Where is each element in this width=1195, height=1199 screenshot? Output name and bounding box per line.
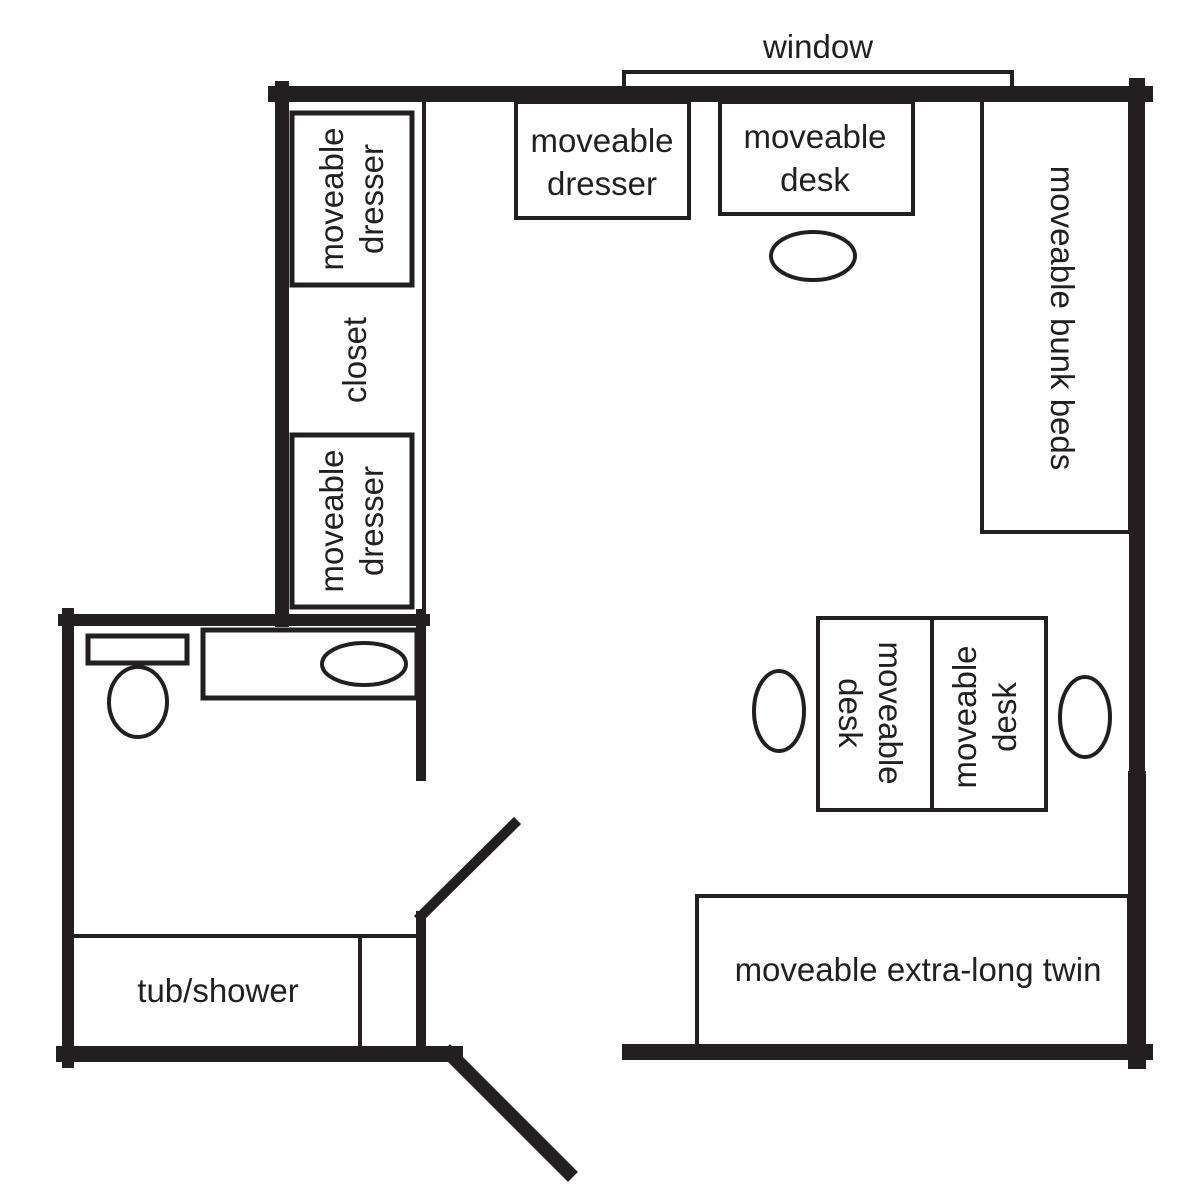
toilet-bowl	[107, 665, 169, 739]
bunk-beds-label: moveable bunk beds	[1044, 165, 1081, 471]
closet-dresser-bottom-line2: dresser	[353, 465, 390, 577]
bunk-beds	[980, 98, 1132, 534]
top-desk-label: moveable desk	[743, 115, 886, 201]
top-dresser-line2: dresser	[546, 165, 658, 202]
top-desk-line1: moveable	[743, 118, 887, 155]
desk-right-line1: moveable	[946, 645, 983, 789]
desk-left-line2: desk	[832, 678, 869, 748]
closet-dresser-top-line1: moveable	[313, 127, 350, 271]
chair-left-desk	[752, 669, 806, 753]
desk-left-line1: moveable	[872, 641, 909, 785]
bathroom-door	[413, 816, 522, 924]
vanity	[200, 627, 420, 701]
top-dresser	[514, 100, 691, 220]
top-dresser-label: moveable dresser	[530, 119, 673, 205]
entry-door	[440, 1044, 578, 1182]
closet-dresser-bottom	[289, 432, 415, 610]
desk-right-line2: desk	[986, 682, 1023, 752]
chair-top-desk	[769, 230, 857, 282]
window-label: window	[762, 28, 874, 65]
top-dresser-line1: moveable	[530, 122, 674, 159]
top-desk-line2: desk	[780, 161, 850, 198]
closet-dresser-bottom-label: moveable dresser	[312, 449, 392, 592]
window	[622, 70, 1014, 90]
closet-dresser-bottom-line1: moveable	[313, 449, 350, 593]
twin-bed-label: moveable extra-long twin	[734, 951, 1102, 988]
toilet-tank	[85, 633, 190, 666]
desk-right	[930, 616, 1048, 812]
closet-label: closet	[336, 316, 373, 404]
desk-right-label: moveable desk	[945, 645, 1025, 788]
sink	[320, 641, 408, 687]
tub-shower-label: tub/shower	[137, 972, 299, 1009]
closet-dresser-top-line2: dresser	[353, 143, 390, 255]
closet-dresser-top	[289, 110, 415, 288]
chair-right-desk	[1058, 675, 1112, 759]
top-desk	[718, 100, 915, 216]
closet-dresser-top-label: moveable dresser	[312, 127, 392, 270]
desk-left-label: moveable desk	[830, 641, 910, 784]
twin-bed	[695, 894, 1131, 1048]
